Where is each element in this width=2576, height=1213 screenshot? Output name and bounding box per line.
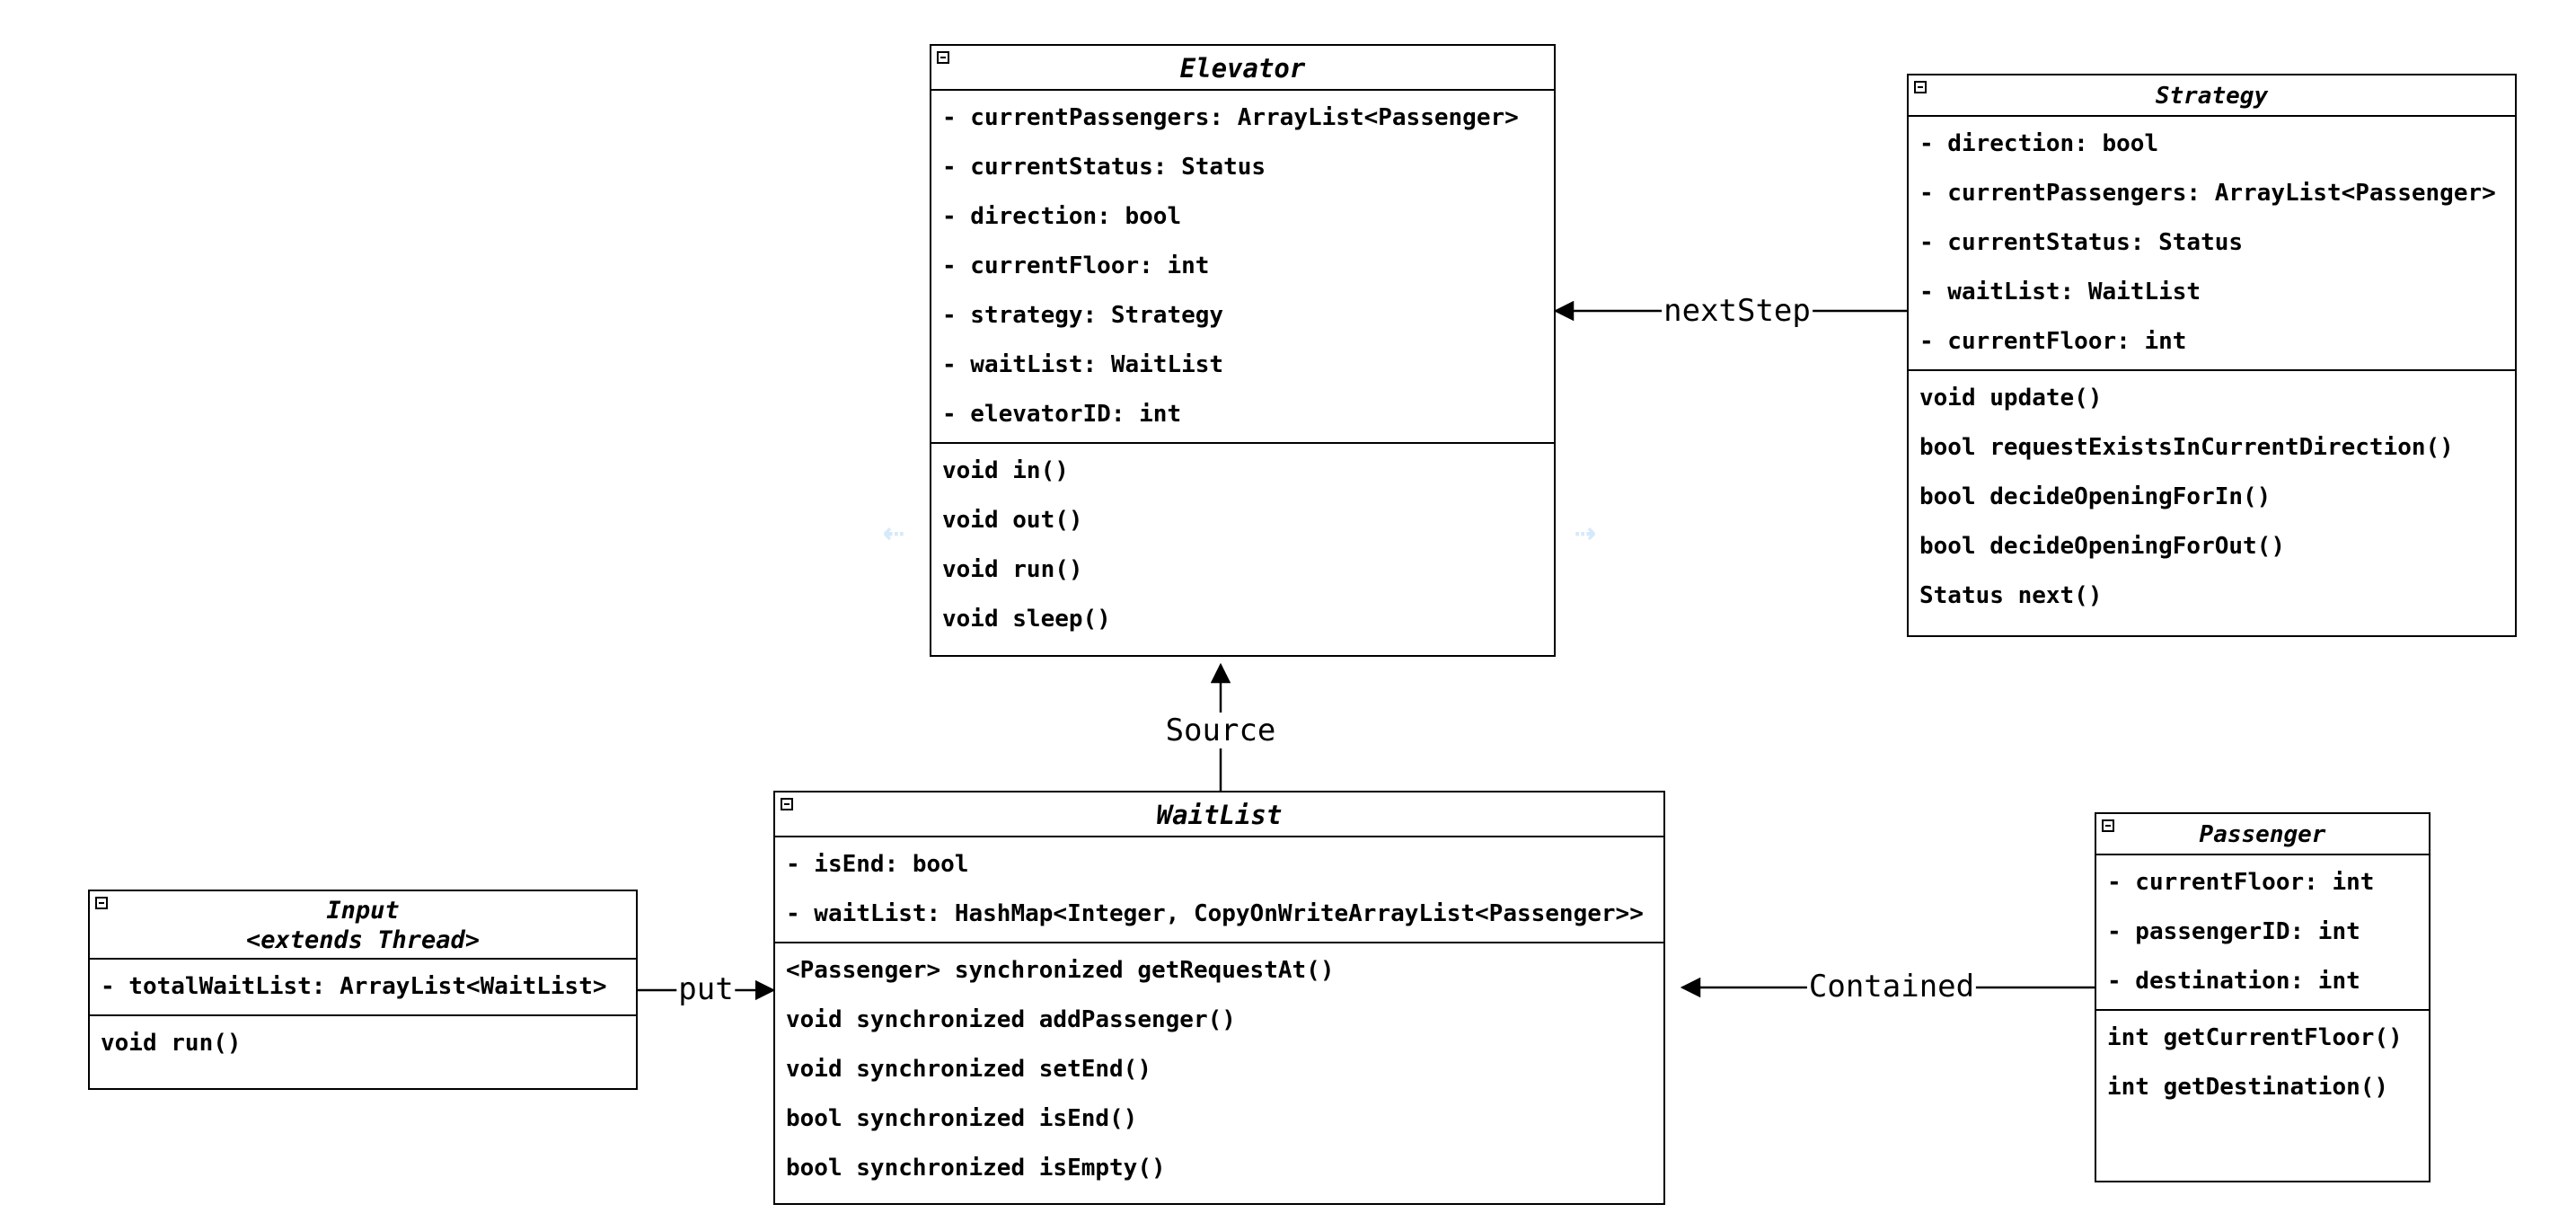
nextstep-label: nextStep (1662, 293, 1813, 329)
methods-section: int getCurrentFloor() int getDestination… (2096, 1009, 2429, 1115)
class-name: Passenger (2096, 814, 2429, 855)
method: bool requestExistsInCurrentDirection() (1919, 434, 2454, 461)
connection-handle-right-icon[interactable]: ⇢ (1574, 511, 1597, 553)
source-label: Source (1163, 713, 1278, 748)
attribute: - currentPassengers: ArrayList<Passenger… (1919, 180, 2496, 207)
class-strategy[interactable]: Strategy - direction: bool - currentPass… (1907, 74, 2517, 637)
method: Status next() (1919, 582, 2103, 609)
methods-section: void in() void out() void run() void sle… (931, 442, 1554, 647)
attribute: - waitList: WaitList (942, 351, 1224, 378)
attribute: - isEnd: bool (786, 851, 969, 878)
attributes-section: - isEnd: bool - waitList: HashMap<Intege… (775, 837, 1663, 942)
attributes-section: - currentPassengers: ArrayList<Passenger… (931, 91, 1554, 442)
attribute: - passengerID: int (2107, 918, 2360, 945)
method: void in() (942, 457, 1069, 484)
method: bool synchronized isEnd() (786, 1105, 1138, 1132)
methods-section: void update() bool requestExistsInCurren… (1909, 369, 2515, 624)
collapse-icon[interactable] (1914, 81, 1927, 93)
method: bool decideOpeningForIn() (1919, 483, 2272, 510)
attribute: - waitList: HashMap<Integer, CopyOnWrite… (786, 900, 1644, 927)
method: int getDestination() (2107, 1074, 2389, 1101)
attributes-section: - direction: bool - currentPassengers: A… (1909, 117, 2515, 369)
attribute: - direction: bool (1919, 130, 2159, 157)
attribute: - strategy: Strategy (942, 302, 1224, 329)
method: <Passenger> synchronized getRequestAt() (786, 957, 1335, 984)
attribute: - totalWaitList: ArrayList<WaitList> (101, 973, 607, 1000)
class-stereotype: <extends Thread> (245, 926, 481, 954)
attributes-section: - currentFloor: int - passengerID: int -… (2096, 855, 2429, 1009)
collapse-icon[interactable] (95, 897, 108, 909)
attribute: - currentPassengers: ArrayList<Passenger… (942, 104, 1519, 131)
method: void sleep() (942, 606, 1111, 633)
attribute: - currentFloor: int (942, 252, 1210, 279)
class-name-text: Input (326, 897, 400, 925)
collapse-icon[interactable] (937, 51, 949, 64)
class-name: Elevator (931, 46, 1554, 91)
attributes-section: - totalWaitList: ArrayList<WaitList> (90, 960, 636, 1014)
methods-section: <Passenger> synchronized getRequestAt() … (775, 942, 1663, 1196)
attribute: - currentStatus: Status (942, 154, 1266, 181)
connection-handle-left-icon[interactable]: ⇠ (882, 511, 905, 553)
class-input[interactable]: Input <extends Thread> - totalWaitList: … (88, 890, 638, 1090)
class-name: Input <extends Thread> (90, 891, 636, 960)
class-elevator[interactable]: Elevator - currentPassengers: ArrayList<… (930, 44, 1556, 657)
method: void run() (942, 556, 1083, 583)
class-name: Strategy (1909, 75, 2515, 117)
collapse-icon[interactable] (781, 798, 793, 810)
method: void synchronized setEnd() (786, 1056, 1151, 1083)
attribute: - destination: int (2107, 968, 2360, 995)
attribute: - currentStatus: Status (1919, 229, 2244, 256)
method: bool decideOpeningForOut() (1919, 533, 2285, 560)
method: void synchronized addPassenger() (786, 1006, 1236, 1033)
contained-label: Contained (1806, 969, 1977, 1005)
attribute: - waitList: WaitList (1919, 279, 2201, 305)
method: int getCurrentFloor() (2107, 1024, 2403, 1051)
attribute: - direction: bool (942, 203, 1182, 230)
methods-section: void run() (90, 1014, 636, 1071)
put-label: put (676, 971, 736, 1007)
collapse-icon[interactable] (2102, 819, 2114, 832)
class-passenger[interactable]: Passenger - currentFloor: int - passenge… (2095, 812, 2430, 1182)
attribute: - elevatorID: int (942, 401, 1182, 428)
method: bool synchronized isEmpty() (786, 1155, 1166, 1182)
attribute: - currentFloor: int (1919, 328, 2187, 355)
class-name: WaitList (775, 792, 1663, 837)
class-waitlist[interactable]: WaitList - isEnd: bool - waitList: HashM… (773, 791, 1665, 1205)
method: void update() (1919, 385, 2103, 412)
method: void run() (101, 1030, 242, 1057)
method: void out() (942, 507, 1083, 534)
attribute: - currentFloor: int (2107, 869, 2375, 896)
